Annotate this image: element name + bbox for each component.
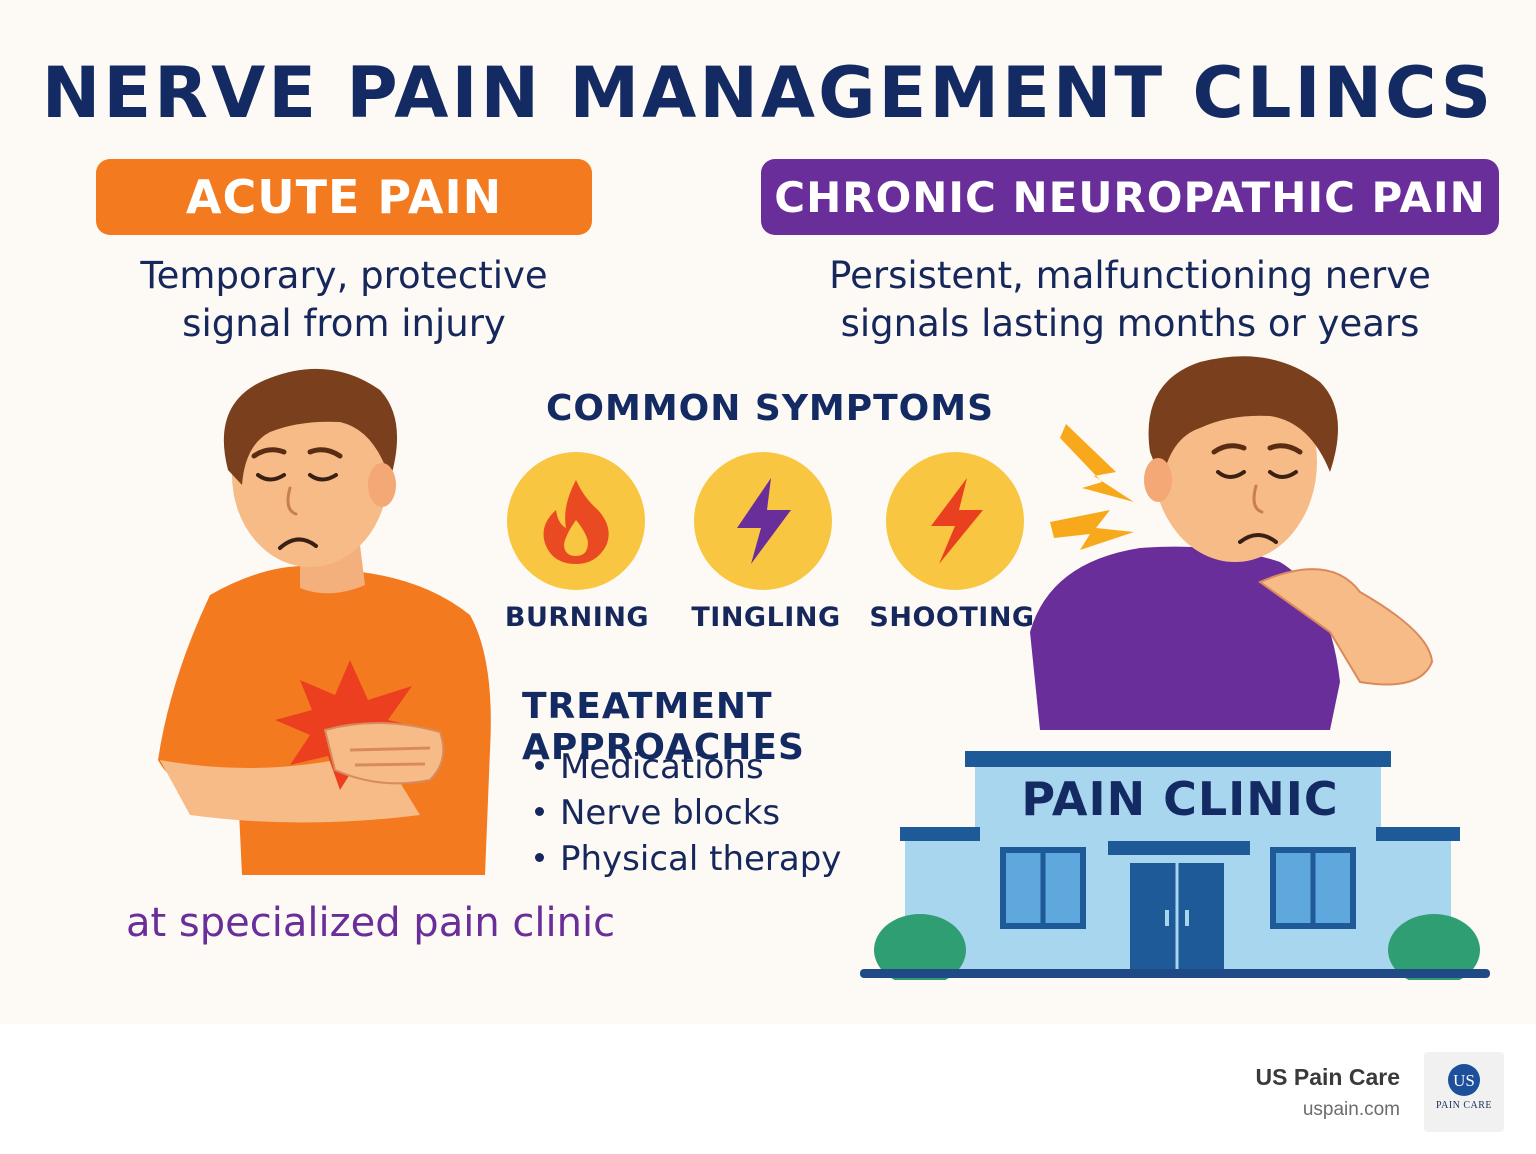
lightning-bolt-icon xyxy=(931,478,983,564)
us-monogram-icon: US xyxy=(1448,1064,1480,1096)
bullet-icon xyxy=(535,853,544,862)
treatment-heading: TREATMENT APPROACHES xyxy=(522,686,805,768)
man-holding-arm-illustration xyxy=(158,368,491,875)
brand-url[interactable]: uspain.com xyxy=(1302,1099,1400,1120)
symptom-label: BURNING xyxy=(504,602,650,633)
treatment-item: Physical therapy xyxy=(535,836,841,882)
man-holding-neck-illustration xyxy=(1030,356,1434,730)
svg-text:US: US xyxy=(1453,1071,1475,1090)
brand-name: US Pain Care xyxy=(1255,1064,1400,1090)
treatment-item: Medications xyxy=(535,744,841,790)
treatment-list: Medications Nerve blocks Physical therap… xyxy=(535,744,841,882)
brand-logo: US PAIN CARE xyxy=(1424,1052,1504,1132)
page-title: NERVE PAIN MANAGEMENT CLINCS xyxy=(41,52,1495,134)
symptom-label: SHOOTING xyxy=(869,602,1035,633)
chronic-pain-description: Persistent, malfunctioning nerve signals… xyxy=(829,254,1431,345)
chronic-pain-badge: CHRONIC NEUROPATHIC PAIN xyxy=(761,159,1499,235)
treatment-item: Nerve blocks xyxy=(535,790,841,836)
burning-symptom-badge xyxy=(507,452,645,590)
infographic-poster: NERVE PAIN MANAGEMENT CLINCS ACUTE PAIN … xyxy=(41,52,1499,980)
lightning-bolt-icon xyxy=(737,478,791,564)
clinic-sign: PAIN CLINIC xyxy=(1021,772,1339,826)
symptoms-heading: COMMON SYMPTOMS xyxy=(545,388,995,429)
acute-pain-description: Temporary, protective signal from injury xyxy=(140,254,548,345)
flame-icon xyxy=(543,480,609,564)
shooting-symptom-badge xyxy=(886,452,1024,590)
clinic-building-illustration xyxy=(860,751,1490,980)
symptom-label: TINGLING xyxy=(691,602,841,633)
tingling-symptom-badge xyxy=(694,452,832,590)
acute-pain-badge: ACUTE PAIN xyxy=(96,159,592,235)
bullet-icon xyxy=(535,807,544,816)
bullet-icon xyxy=(535,761,544,770)
logo-label: PAIN CARE xyxy=(1435,1100,1493,1111)
caption-text: at specialized pain clinic xyxy=(126,900,616,946)
